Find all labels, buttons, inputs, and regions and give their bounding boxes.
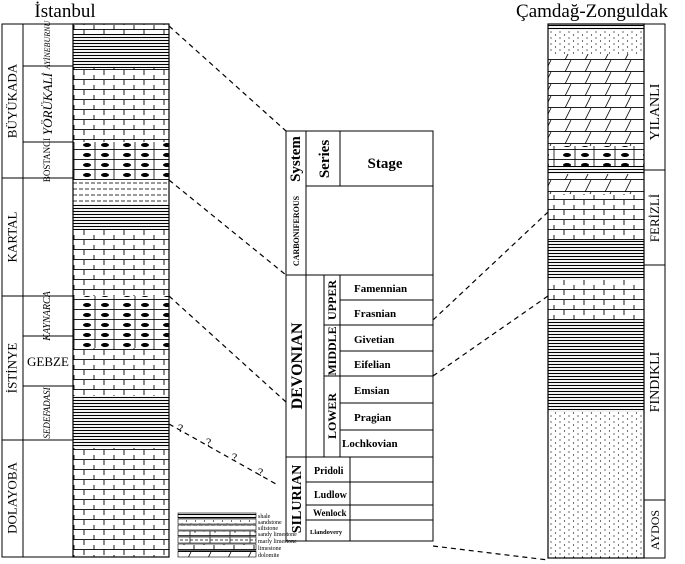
header-series: Series [317,140,333,178]
correlation-line-uncertain [168,423,277,485]
system-silurian: SILURIAN [290,465,305,533]
correlation-line-kaynarca [168,295,287,403]
legend-siltstone: siltstone [258,526,278,532]
zonguldak-column: YILANLI FERİZLİ FINDIKLI AYDOS [643,23,666,559]
uncertain-mark: ? [178,421,183,435]
istanbul-column: BÜYÜKADA KARTAL İSTİNYE DOLAYOBA AYİNEBU… [1,20,74,558]
system-devonian: DEVONIAN [289,322,306,409]
series-llandovery: Llandovery [310,529,343,536]
istanbul-lithology [72,23,170,558]
series-lower: LOWER [325,393,339,439]
stratigraphic-table: System Series Stage CARBONIFEROUS DEVONI… [285,130,434,542]
stage-eifelian: Eifelian [354,359,391,371]
formation-label-aydos: AYDOS [648,510,662,550]
group-label-istinye: İSTİNYE [5,343,20,394]
system-carboniferous: CARBONIFEROUS [292,195,301,266]
stage-pragian: Pragian [354,412,391,424]
uncertain-mark: ? [258,465,263,479]
series-ludlow: Ludlow [314,490,348,501]
correlation-line-ayineburnu [168,25,287,132]
series-wenlock: Wenlock [313,508,347,518]
correlation-line-aydos [432,545,549,561]
stage-famennian: Famennian [354,283,407,295]
zonguldak-title: Çamdağ-Zonguldak [516,1,668,22]
formation-label-sedefadasi: SEDEFADASI [42,386,52,438]
series-pridoli: Pridoli [314,466,344,477]
legend-sandstone: sandstone [258,520,282,526]
stage-givetian: Givetian [354,334,394,346]
group-label-buyukada: BÜYÜKADA [5,63,20,138]
zonguldak-lithology [547,23,645,559]
correlation-line-yilanli [432,211,549,321]
formation-label-yilanli: YILANLI [648,83,663,140]
uncertain-mark: ? [232,450,237,464]
lithology-legend: shale sandstone siltstone sandy limeston… [177,512,297,559]
legend-sandy-limestone: sandy limestone [258,532,297,538]
formation-label-ferizli: FERİZLİ [647,194,662,242]
header-system: System [288,136,304,182]
legend-shale: shale [258,514,271,520]
formation-label-findikli: FINDIKLI [648,351,663,412]
legend-dolomite: dolomite [258,553,280,559]
formation-label-ayineburnu: AYİNEBURNU [43,20,52,71]
header-stage: Stage [368,156,403,172]
legend-marly-limestone: marly limestone [258,539,297,545]
formation-label-gebze: GEBZE [27,354,69,369]
stage-lochkovian: Lochkovian [342,438,398,450]
correlation-line-bostanci [168,179,287,276]
group-label-kartal: KARTAL [5,211,20,262]
formation-label-bostanci: BOSTANCI [42,138,52,182]
istanbul-title: İstanbul [34,1,95,22]
series-middle: MIDDLE [325,326,339,375]
legend-limestone: limestone [258,546,282,552]
stage-frasnian: Frasnian [354,308,396,320]
stage-emsian: Emsian [354,385,389,397]
correlation-lines [168,25,549,561]
correlation-line-findikli [432,295,549,377]
series-upper: UPPER [325,280,339,320]
uncertain-mark: ? [206,435,211,449]
formation-label-yorukali: YÖRÜKALİ [40,72,55,135]
group-label-dolayoba: DOLAYOBA [5,462,20,534]
uncertain-marks: ? ? ? ? [178,421,263,479]
formation-label-kaynarca: KAYNARCA [42,290,53,341]
